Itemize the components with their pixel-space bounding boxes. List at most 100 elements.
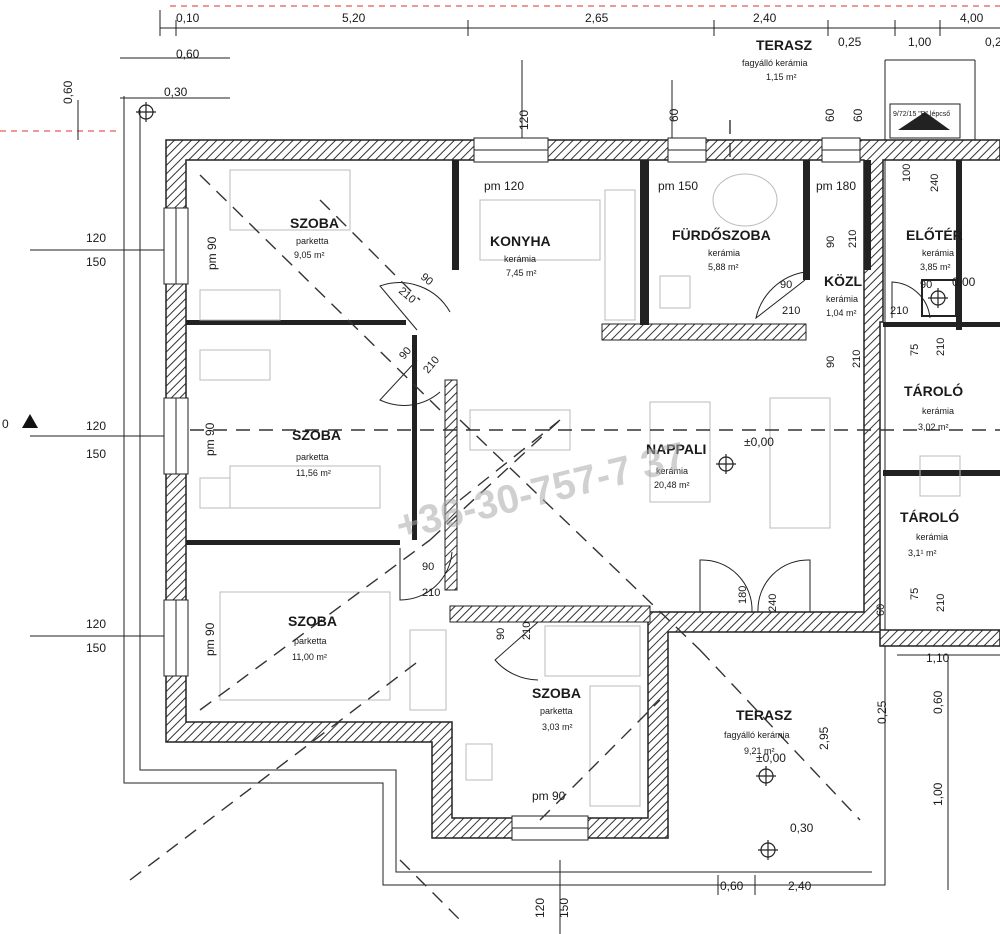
- door-labels: 90 210 90 210 90 210 90 210 90 210 90 21…: [396, 164, 947, 640]
- win-left1-a: 120: [86, 231, 106, 245]
- room-eloter-name: ELŐTÉR: [906, 226, 963, 243]
- door-lbl-6: 90: [495, 628, 507, 640]
- room-terasz-name: TERASZ: [736, 707, 792, 723]
- room-szoba2-name: SZOBA: [292, 427, 341, 443]
- room-szoba2-area: 11,56 m²: [296, 468, 331, 478]
- win-furdo-60: 60: [667, 108, 681, 122]
- room-tarolo1-floor: kerámia: [922, 406, 954, 416]
- dim-bottom-060: 0,60: [720, 879, 744, 893]
- dim-top-3: 2,40: [753, 11, 777, 25]
- room-szoba3-area: 11,00 m²: [292, 652, 327, 662]
- door-lbl-3: 210: [421, 354, 442, 376]
- stair-note: 9/72/15 "B" lépcső: [893, 111, 950, 118]
- door-lbl-8: 90: [780, 279, 792, 291]
- room-furdo-name: FÜRDŐSZOBA: [672, 226, 771, 243]
- dim-top-060: 0,60: [176, 47, 200, 61]
- dim-top-030: 0,30: [164, 85, 188, 99]
- door-lbl-5: 210: [422, 587, 440, 599]
- doors: [379, 271, 931, 681]
- door-lbl-9: 210: [782, 305, 800, 317]
- door-lbl-18: 75: [909, 588, 921, 600]
- door-lbl-2: 90: [397, 345, 414, 362]
- win-bottom-a: 120: [533, 898, 547, 918]
- room-nappali-area: 20,48 m²: [654, 480, 690, 490]
- room-labels: SZOBA parketta 9,05 m² KONYHA kerámia 7,…: [288, 37, 963, 765]
- dim-top-2: 2,65: [585, 11, 609, 25]
- door-lbl-1: 210: [396, 285, 418, 306]
- room-terasz-floor: fagyálló kerámia: [724, 730, 790, 740]
- door-lbl-17: 210: [847, 230, 859, 248]
- dim-left-060: 0,60: [61, 80, 75, 104]
- room-konyha-area: 7,45 m²: [506, 268, 537, 278]
- room-konyha-name: KONYHA: [490, 233, 551, 249]
- dim-top-0: 0,10: [176, 11, 200, 25]
- win-pm-szoba1: pm 90: [205, 236, 219, 270]
- top-dimension-texts: 0,10 5,20 2,65 2,40 0,25 1,00 4,00 0,2 0…: [61, 11, 1000, 104]
- room-szoba3-floor: parketta: [294, 636, 327, 646]
- level-markers: [136, 102, 948, 860]
- win-left3-b: 150: [86, 641, 106, 655]
- room-terasz-top-floor: fagyálló kerámia: [742, 58, 808, 68]
- room-szoba4-floor: parketta: [540, 706, 573, 716]
- dim-bottom-240: 2,40: [788, 879, 812, 893]
- win-left2-b: 150: [86, 447, 106, 461]
- room-tarolo2-name: TÁROLÓ: [900, 508, 959, 525]
- room-szoba2-floor: parketta: [296, 452, 329, 462]
- room-szoba4-name: SZOBA: [532, 685, 581, 701]
- dim-top-5: 1,00: [908, 35, 932, 49]
- roof-lines: [129, 120, 1000, 921]
- dimension-lines: [30, 10, 1000, 934]
- win-left2-a: 120: [86, 419, 106, 433]
- door-lbl-16: 90: [825, 236, 837, 248]
- door-lbl-19: 210: [935, 594, 947, 612]
- room-konyha-floor: kerámia: [504, 254, 536, 264]
- room-tarolo2-area: 3,1¹ m²: [908, 548, 937, 558]
- plinth-outline: [123, 59, 976, 886]
- room-furdo-floor: kerámia: [708, 248, 740, 258]
- dim-right-025: 0,25: [875, 700, 889, 724]
- dim-top-4: 0,25: [838, 35, 862, 49]
- win-pm-konyha: pm 120: [484, 179, 524, 193]
- dim-top-6: 4,00: [960, 11, 984, 25]
- win-left1-b: 150: [86, 255, 106, 269]
- dim-right-110: 1,10: [926, 651, 950, 665]
- win-pm-furdo: pm 150: [658, 179, 698, 193]
- room-tarolo1-area: 3,02 m²: [918, 422, 949, 432]
- door-lbl-15: 210: [935, 338, 947, 356]
- room-kozl-floor: kerámia: [826, 294, 858, 304]
- room-terasz-top-name: TERASZ: [756, 37, 812, 53]
- door-lbl-12: 90: [825, 356, 837, 368]
- door-lbl-22: 100: [901, 164, 913, 182]
- dim-right-030: 0,30: [790, 821, 814, 835]
- dim-top-7: 0,2: [985, 35, 1000, 49]
- room-tarolo1-name: TÁROLÓ: [904, 382, 963, 399]
- room-eloter-floor: kerámia: [922, 248, 954, 258]
- door-lbl-4: 90: [422, 561, 434, 573]
- dim-top-1: 5,20: [342, 11, 366, 25]
- section-marker-icon: [22, 414, 38, 428]
- room-szoba4-area: 3,03 m²: [542, 722, 573, 732]
- dim-right-060: 0,60: [931, 690, 945, 714]
- door-lbl-13: 210: [851, 350, 863, 368]
- stair-arrow-icon: [898, 112, 950, 130]
- room-szoba1-area: 9,05 m²: [294, 250, 325, 260]
- window-labels: 120 60 60 60 120 150 120 150 120 150 120…: [86, 108, 865, 918]
- door-lbl-7: 210: [521, 622, 533, 640]
- room-nappali-floor: kerámia: [656, 466, 688, 476]
- dim-right-100: 1,00: [931, 782, 945, 806]
- room-nappali-name: NAPPALI: [646, 441, 706, 457]
- walls: [165, 139, 1000, 839]
- door-lbl-0: 90: [418, 271, 435, 288]
- door-lbl-24: 60: [875, 604, 887, 616]
- furniture: [199, 169, 961, 807]
- room-nappali-level: ±0,00: [744, 435, 774, 449]
- windows: [163, 137, 861, 841]
- room-furdo-area: 5,88 m²: [708, 262, 739, 272]
- win-kozl-60b: 60: [851, 108, 865, 122]
- win-bottom-b: 150: [557, 898, 571, 918]
- door-lbl-14: 75: [909, 344, 921, 356]
- win-pm-szoba2: pm 90: [203, 422, 217, 456]
- chimney-box: [921, 279, 957, 317]
- room-terasz-top-area: 1,15 m²: [766, 72, 797, 82]
